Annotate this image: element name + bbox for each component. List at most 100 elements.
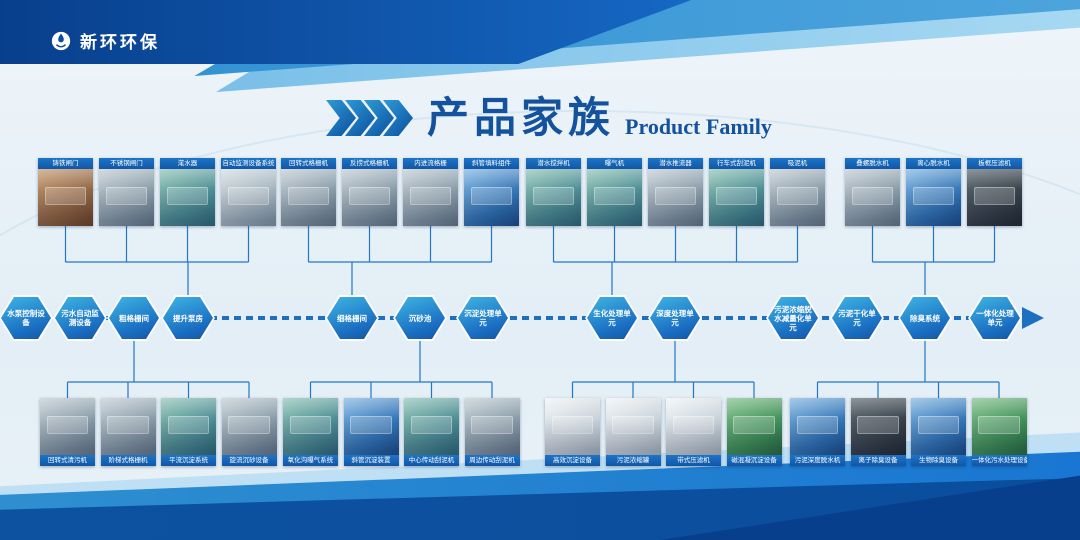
product-photo-image <box>283 398 338 455</box>
flow-node-label: 水泵控制设备 <box>1 297 51 339</box>
product-photo: 磁混凝沉淀设备 <box>726 398 782 466</box>
product-photo: 阶梯式格栅机 <box>100 398 156 466</box>
flow-arrowhead-icon <box>1022 307 1044 329</box>
product-photo-label: 平流沉淀系统 <box>161 455 216 466</box>
brand-name: 新环环保 <box>80 33 160 52</box>
brand-logo-icon <box>51 31 71 50</box>
product-photo-label: 板框压滤机 <box>967 158 1022 169</box>
product-photo: 污泥深度脱水机 <box>790 398 845 466</box>
product-photo: 离心脱水机 <box>906 158 961 226</box>
product-photo-image <box>906 169 961 226</box>
product-photo: 一体化污水处理设备 <box>971 398 1027 466</box>
flow-node-label: 沉砂池 <box>395 297 445 339</box>
flow-node-label: 除臭系统 <box>900 297 950 339</box>
product-photo-label: 周边传动刮泥机 <box>464 455 520 466</box>
product-photo-label: 叠螺脱水机 <box>845 158 900 169</box>
flow-node-label: 深度处理单元 <box>650 297 700 339</box>
product-photo-image <box>342 169 397 226</box>
product-photo-label: 中心传动刮泥机 <box>404 455 459 466</box>
product-photo-image <box>464 169 519 226</box>
product-photo: 潜水搅拌机 <box>526 158 581 226</box>
product-photo: 旋流沉砂设备 <box>221 398 277 466</box>
background-curve <box>0 110 1080 540</box>
product-photo-image <box>281 169 336 226</box>
product-photo: 周边传动刮泥机 <box>464 398 520 466</box>
product-photo-label: 生物除臭设备 <box>911 455 966 466</box>
product-photo-label: 行车式刮泥机 <box>709 158 764 169</box>
product-photo: 污泥浓缩罐 <box>605 398 661 466</box>
product-photo-label: 曝气机 <box>587 158 642 169</box>
product-photo-image <box>587 169 642 226</box>
product-photo-image <box>343 398 399 455</box>
flow-node-label: 细格栅间 <box>327 297 377 339</box>
flow-node-label: 污水自动监测设备 <box>55 297 105 339</box>
product-photo: 铸铁闸门 <box>38 158 93 226</box>
product-photo-image <box>648 169 703 226</box>
product-photo: 自动监测设备系统 <box>221 158 276 226</box>
product-photo-label: 潜水搅拌机 <box>526 158 581 169</box>
product-photo-label: 潜水推流器 <box>648 158 703 169</box>
product-photo: 离子除臭设备 <box>850 398 906 466</box>
product-photo-image <box>967 169 1022 226</box>
product-photo-label: 铸铁闸门 <box>38 158 93 169</box>
product-photo-label: 吸泥机 <box>770 158 825 169</box>
product-photo-image <box>221 398 277 455</box>
product-photo: 曝气机 <box>587 158 642 226</box>
product-photo: 不锈钢闸门 <box>99 158 154 226</box>
product-photo-label: 不锈钢闸门 <box>99 158 154 169</box>
product-photo-label: 滗水器 <box>160 158 215 169</box>
product-photo: 高效沉淀设备 <box>545 398 600 466</box>
product-photo: 滗水器 <box>160 158 215 226</box>
product-photo: 内进流格栅 <box>403 158 458 226</box>
product-photo-label: 磁混凝沉淀设备 <box>726 455 782 466</box>
title-chinese: 产品家族 <box>427 96 616 142</box>
product-photo-image <box>971 398 1027 455</box>
product-photo: 带式压滤机 <box>666 398 721 466</box>
product-photo: 平流沉淀系统 <box>161 398 216 466</box>
product-photo-image <box>404 398 459 455</box>
product-photo-image <box>545 398 600 455</box>
product-photo-image <box>161 398 216 455</box>
product-photo-image <box>160 169 215 226</box>
product-photo-label: 阶梯式格栅机 <box>100 455 156 466</box>
product-photo-image <box>850 398 906 455</box>
product-photo: 回转式清污机 <box>40 398 95 466</box>
product-photo-image <box>666 398 721 455</box>
product-photo-image <box>38 169 93 226</box>
product-photo: 斜管填料组件 <box>464 158 519 226</box>
product-photo: 潜水推流器 <box>648 158 703 226</box>
product-photo-label: 污泥深度脱水机 <box>790 455 845 466</box>
product-photo-label: 内进流格栅 <box>403 158 458 169</box>
product-photo-image <box>403 169 458 226</box>
product-photo-label: 旋流沉砂设备 <box>221 455 277 466</box>
flow-node-label: 污泥浓缩脱水减量化单元 <box>768 297 818 339</box>
product-photo-image <box>464 398 520 455</box>
page-title: 产品家族 Product Family <box>326 98 772 140</box>
product-photo-image <box>99 169 154 226</box>
product-photo-image <box>845 169 900 226</box>
product-photo: 板框压滤机 <box>967 158 1022 226</box>
product-photo-label: 一体化污水处理设备 <box>971 455 1027 466</box>
product-photo-image <box>526 169 581 226</box>
product-photo: 叠螺脱水机 <box>845 158 900 226</box>
product-photo-image <box>911 398 966 455</box>
product-photo-label: 回转式格栅机 <box>281 158 336 169</box>
title-english: Product Family <box>625 114 772 139</box>
product-photo-label: 斜管沉淀装置 <box>343 455 399 466</box>
product-photo-label: 离子除臭设备 <box>850 455 906 466</box>
product-photo: 行车式刮泥机 <box>709 158 764 226</box>
product-photo: 氧化沟曝气系统 <box>283 398 338 466</box>
flow-node-label: 提升泵房 <box>163 297 213 339</box>
product-photo-image <box>221 169 276 226</box>
product-photo-image <box>770 169 825 226</box>
product-photo: 生物除臭设备 <box>911 398 966 466</box>
product-photo-label: 自动监测设备系统 <box>221 158 276 169</box>
product-photo: 反捞式格栅机 <box>342 158 397 226</box>
product-photo-image <box>709 169 764 226</box>
product-photo-label: 反捞式格栅机 <box>342 158 397 169</box>
flow-node-label: 沉淀处理单元 <box>458 297 508 339</box>
product-photo: 斜管沉淀装置 <box>343 398 399 466</box>
product-photo-label: 氧化沟曝气系统 <box>283 455 338 466</box>
product-photo-image <box>40 398 95 455</box>
